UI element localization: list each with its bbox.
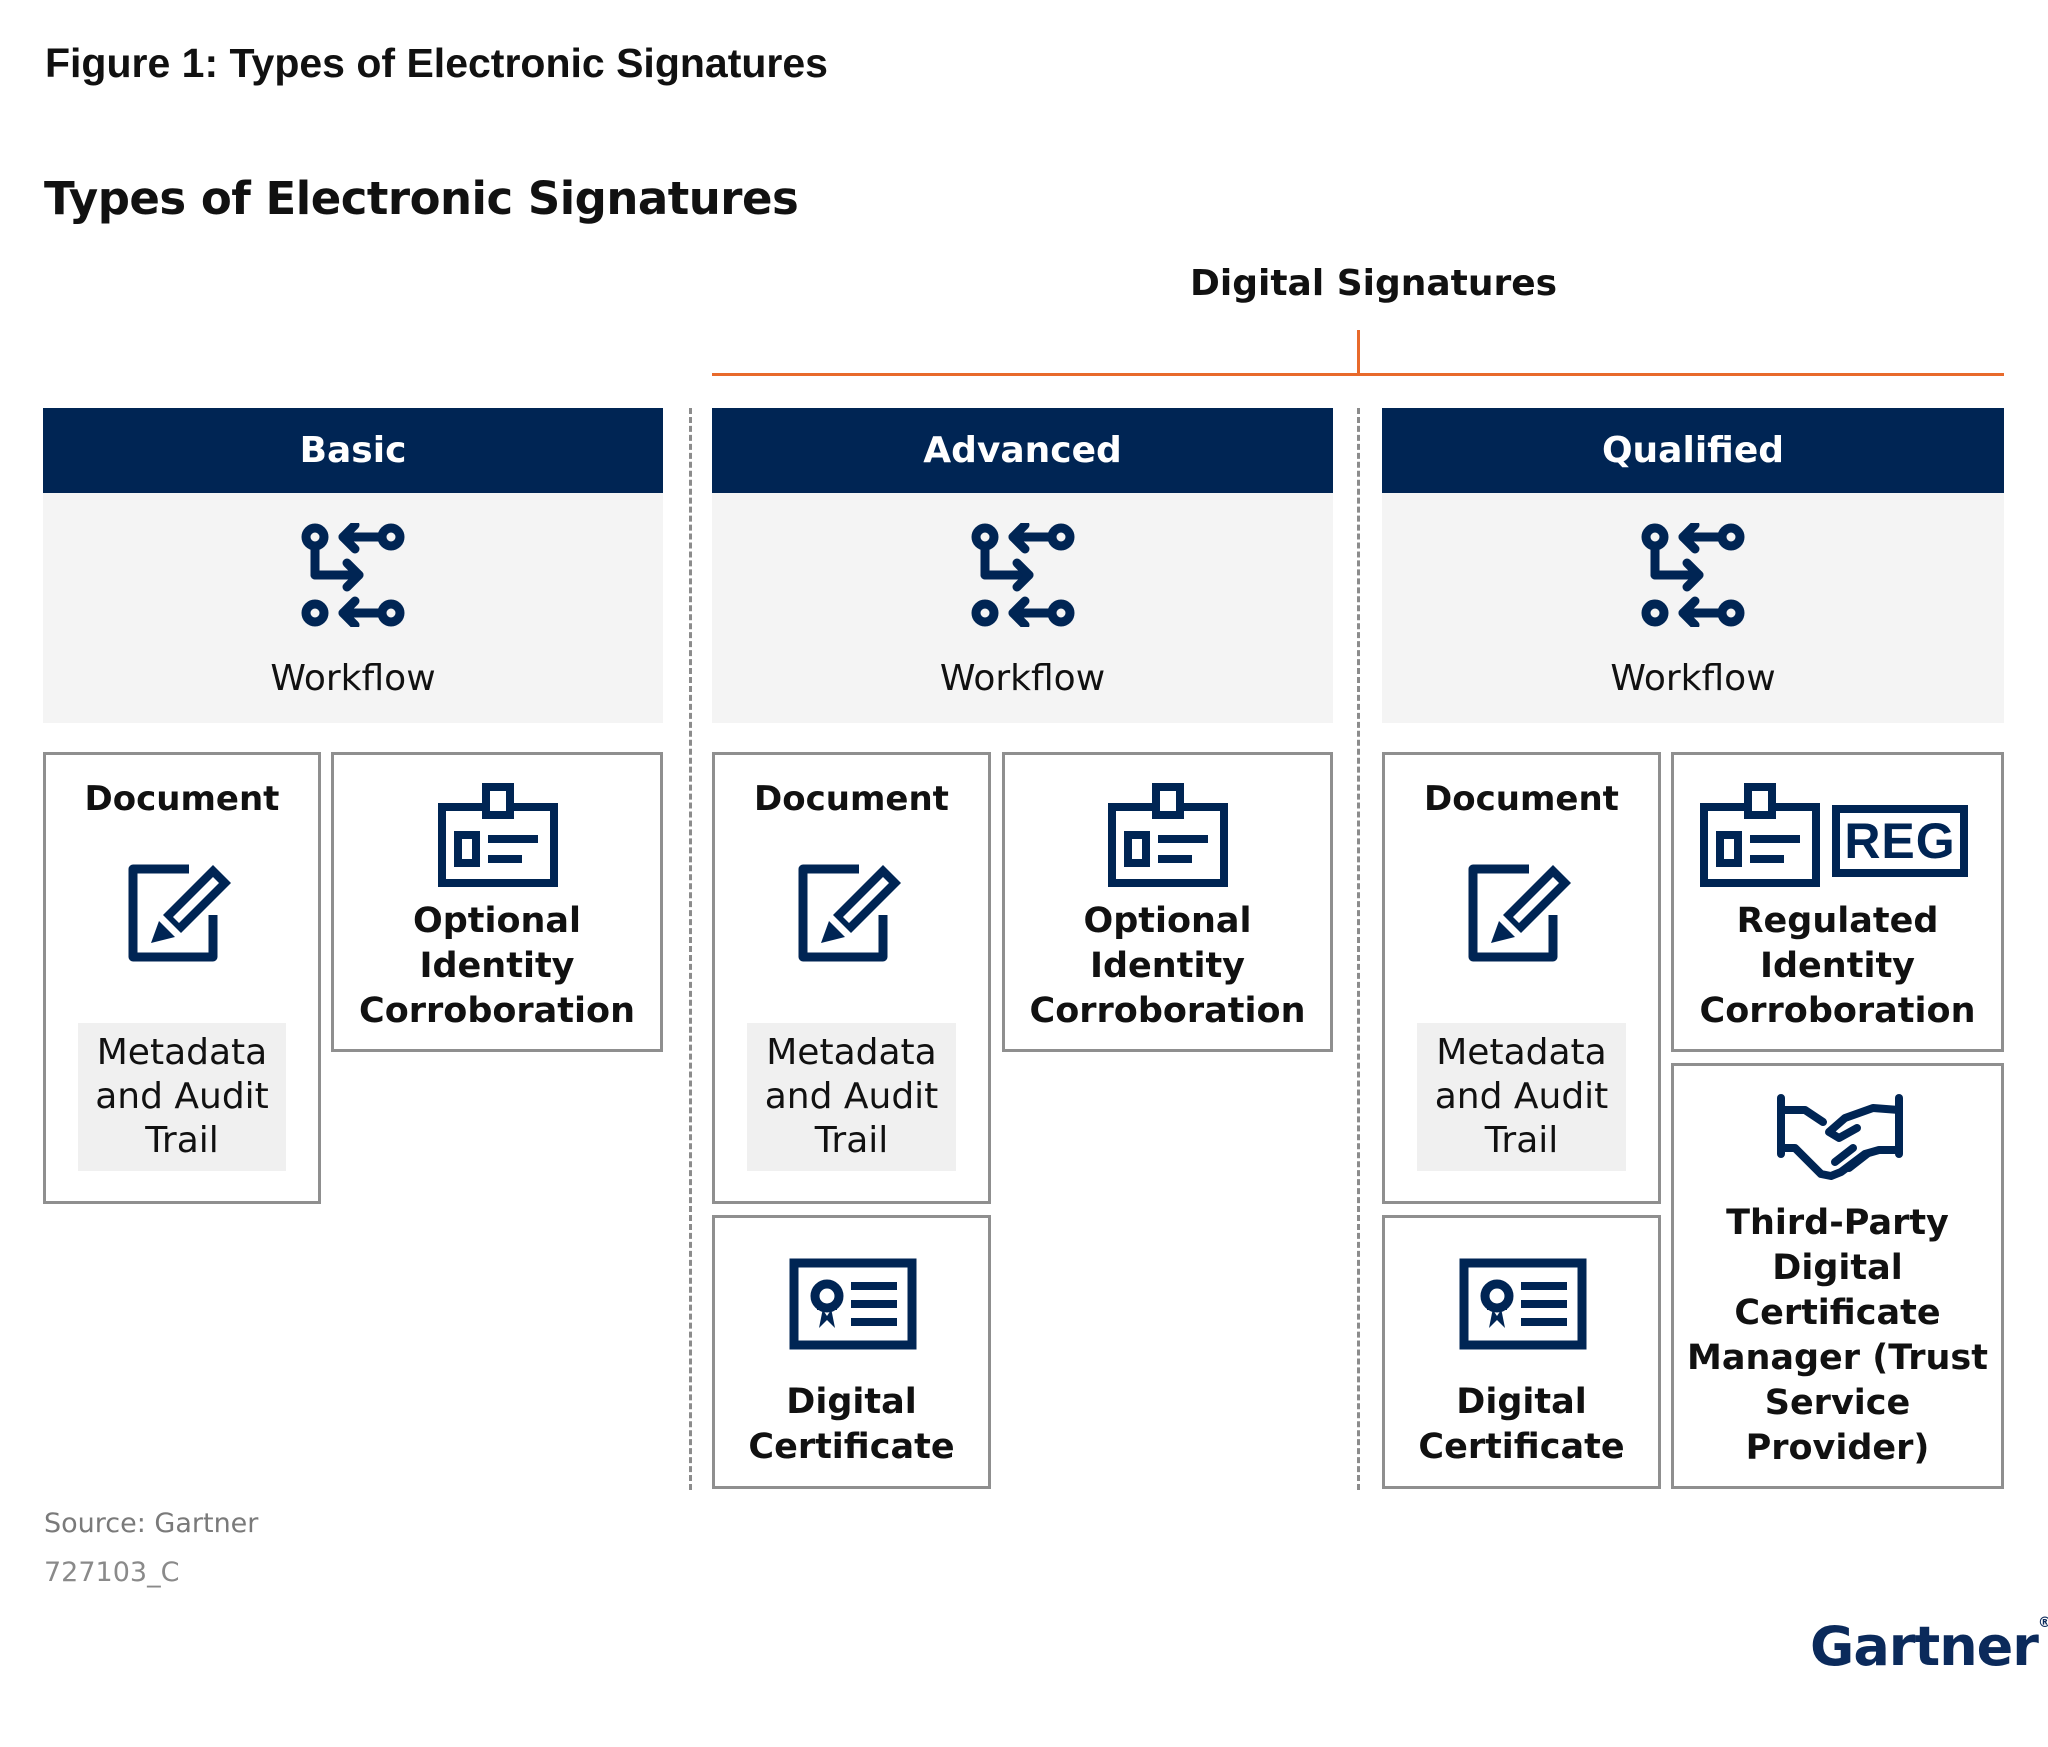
source-note: Source: Gartner [44, 1508, 259, 1539]
column-header-qualified: Qualified [1382, 408, 2004, 493]
logo-registered-mark: ® [2037, 1615, 2048, 1631]
document-box-qualified: Document Metadata and Audit Trail [1382, 752, 1661, 1204]
reg-badge-icon: REG [1832, 805, 1968, 877]
certificate-box-qualified: Digital Certificate [1382, 1215, 1661, 1489]
logo-text: Gartner [1810, 1615, 2039, 1678]
certificate-label: Digital Certificate [748, 1382, 955, 1467]
document-title: Document [84, 779, 280, 819]
metadata-audit-trail: Metadata and Audit Trail [1417, 1023, 1626, 1171]
workflow-panel-basic: Workflow [43, 493, 663, 723]
id-badge-icon [1700, 783, 1820, 887]
edit-document-icon [797, 863, 907, 963]
digital-signatures-label: Digital Signatures [1190, 263, 1558, 304]
identity-label: Optional Identity Corroboration [1029, 901, 1306, 1031]
column-header-advanced: Advanced [712, 408, 1333, 493]
identity-label: Regulated Identity Corroboration [1699, 901, 1976, 1031]
workflow-icon [971, 523, 1075, 627]
handshake-icon [1775, 1092, 1905, 1184]
workflow-icon [1641, 523, 1745, 627]
trust-provider-label: Third-Party Digital Certificate Manager … [1687, 1203, 1988, 1468]
digital-signatures-bracket-tick [1357, 330, 1360, 374]
certificate-icon [789, 1258, 917, 1350]
workflow-icon [301, 523, 405, 627]
identity-box-basic: Optional Identity Corroboration [331, 752, 663, 1052]
figure-title: Figure 1: Types of Electronic Signatures [45, 40, 828, 86]
digital-signatures-bracket [712, 373, 2004, 376]
workflow-panel-qualified: Workflow [1382, 493, 2004, 723]
identity-label: Optional Identity Corroboration [359, 901, 635, 1031]
metadata-audit-trail: Metadata and Audit Trail [747, 1023, 956, 1171]
gartner-logo: Gartner® [1810, 1615, 2048, 1678]
certificate-icon [1459, 1258, 1587, 1350]
certificate-label: Digital Certificate [1418, 1382, 1625, 1467]
document-title: Document [754, 779, 949, 819]
workflow-label: Workflow [939, 658, 1106, 699]
column-divider-2 [1357, 408, 1360, 1490]
document-title: Document [1424, 779, 1619, 819]
column-divider-1 [689, 408, 692, 1490]
figure-code: 727103_C [44, 1557, 180, 1588]
edit-document-icon [127, 863, 237, 963]
id-badge-icon [1108, 783, 1228, 887]
workflow-label: Workflow [270, 658, 436, 699]
metadata-audit-trail: Metadata and Audit Trail [78, 1023, 286, 1171]
edit-document-icon [1467, 863, 1577, 963]
identity-box-advanced: Optional Identity Corroboration [1002, 752, 1333, 1052]
identity-box-qualified: REG Regulated Identity Corroboration [1671, 752, 2004, 1052]
reg-badge-text: REG [1844, 813, 1956, 869]
document-box-advanced: Document Metadata and Audit Trail [712, 752, 991, 1204]
certificate-box-advanced: Digital Certificate [712, 1215, 991, 1489]
trust-provider-box-qualified: Third-Party Digital Certificate Manager … [1671, 1063, 2004, 1489]
column-header-basic: Basic [43, 408, 663, 493]
id-badge-icon [438, 783, 558, 887]
document-box-basic: Document Metadata and Audit Trail [43, 752, 321, 1204]
workflow-label: Workflow [1610, 658, 1776, 699]
workflow-panel-advanced: Workflow [712, 493, 1333, 723]
diagram-title: Types of Electronic Signatures [44, 172, 799, 225]
